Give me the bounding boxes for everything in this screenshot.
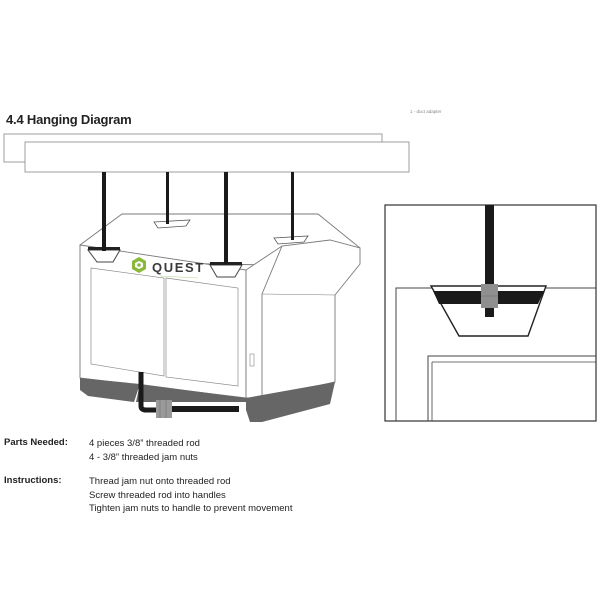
detail-unit-inner-panel	[427, 355, 596, 421]
threaded-rod-2	[166, 172, 169, 224]
parts-label: Parts Needed:	[4, 437, 68, 448]
drain-hose-pipe	[138, 372, 160, 413]
instructions-list: Thread jam nut onto threaded rod Screw t…	[89, 475, 293, 516]
unit-base-right	[246, 382, 335, 422]
unit-side	[245, 239, 361, 399]
instructions-label: Instructions:	[4, 475, 62, 486]
callout-note: 1 - duct adapter	[410, 109, 442, 114]
dehumidifier-unit	[79, 213, 361, 422]
instruction-step: Tighten jam nuts to handle to prevent mo…	[89, 503, 293, 514]
threaded-rods	[102, 172, 294, 264]
ceiling-beam-front	[24, 141, 410, 173]
threaded-rod-3	[224, 172, 228, 264]
hose-coupler	[156, 400, 172, 418]
parts-item: 4 - 3/8” threaded jam nuts	[89, 451, 198, 463]
detail-view	[384, 204, 597, 422]
unit-base-front	[136, 384, 246, 402]
side-port	[249, 353, 255, 367]
instruction-step: Screw threaded rod into handles	[89, 489, 226, 501]
detail-threaded-rod	[485, 205, 494, 317]
front-panel-right	[165, 277, 239, 387]
instruction-step: Thread jam nut onto threaded rod	[89, 476, 231, 487]
threaded-rod-4	[291, 172, 294, 240]
hanging-handles	[87, 219, 309, 278]
section-title: 4.4 Hanging Diagram	[6, 112, 132, 127]
quest-logo-text: QUEST	[152, 260, 205, 275]
parts-list: 4 pieces 3/8” threaded rod 4 - 3/8” thre…	[89, 437, 200, 464]
threaded-rod-1	[102, 172, 106, 251]
drain-hose-outlet	[172, 406, 239, 412]
unit-base-left	[80, 378, 140, 402]
front-panel-left	[90, 267, 165, 377]
handle-back-left	[153, 219, 191, 229]
drain-hose	[138, 372, 239, 418]
ceiling-beam	[3, 133, 410, 173]
quest-logo: QUEST	[132, 257, 205, 279]
parts-item: 4 pieces 3/8” threaded rod	[89, 438, 200, 449]
